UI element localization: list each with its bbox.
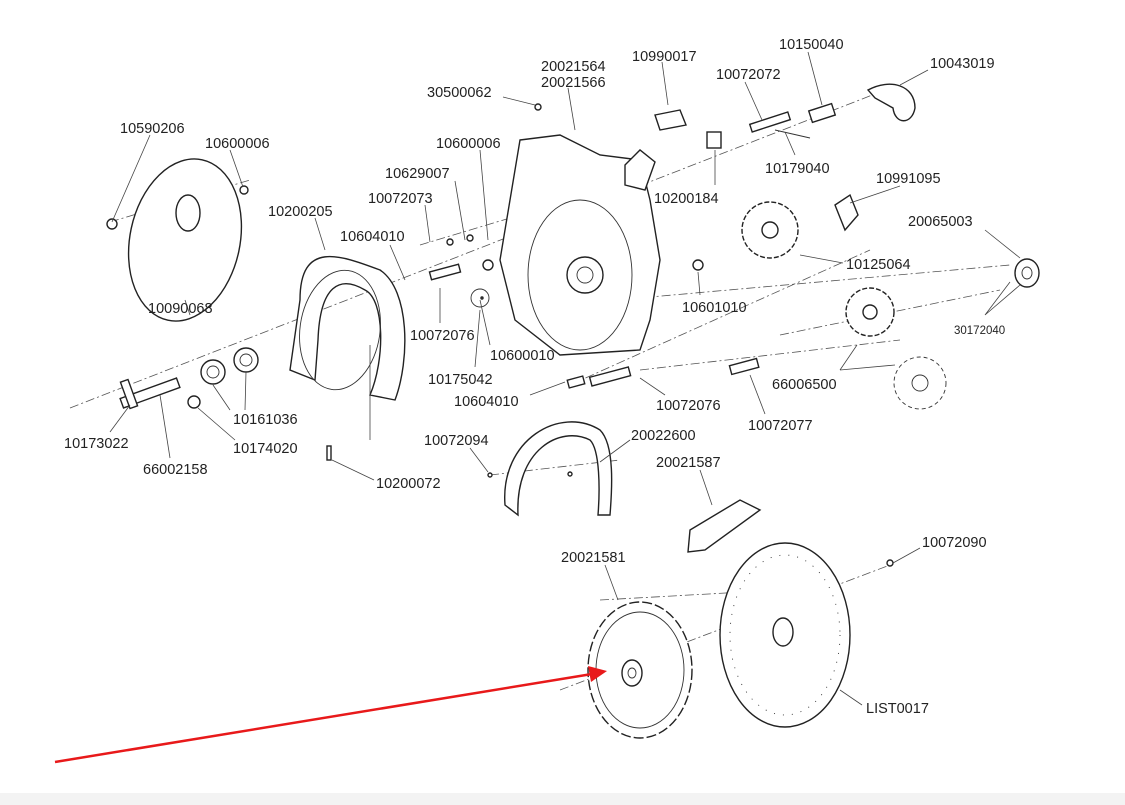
part-label: LIST0017 <box>866 701 929 717</box>
part-label: 10604010 <box>340 229 405 245</box>
upper-right-parts <box>654 83 916 232</box>
sprocket-parts <box>741 201 1040 410</box>
gasket-part <box>289 255 406 401</box>
part-label: 10072094 <box>424 433 489 449</box>
part-label: 10179040 <box>765 161 830 177</box>
part-label: 20021581 <box>561 550 626 566</box>
part-label: 10174020 <box>233 441 298 457</box>
main-housing-part <box>428 103 704 356</box>
bottom-strip <box>0 793 1125 805</box>
part-label: 10072077 <box>748 418 813 434</box>
part-label: 10604010 <box>454 394 519 410</box>
part-label: 10601010 <box>682 300 747 316</box>
part-labels: 10590206 10600006 10090068 10200205 1060… <box>64 37 1005 717</box>
perforated-disc-part <box>719 542 894 728</box>
part-label: 10600010 <box>490 348 555 364</box>
part-label: 10090068 <box>148 301 213 317</box>
shaft-bearing-parts <box>119 347 332 461</box>
part-label: 10125064 <box>846 257 911 273</box>
part-label: 10161036 <box>233 412 298 428</box>
part-label: 20021587 <box>656 455 721 471</box>
part-label: 10150040 <box>779 37 844 53</box>
part-label: 10200072 <box>376 476 441 492</box>
part-label: 10173022 <box>64 436 129 452</box>
part-label: 10072076 <box>656 398 721 414</box>
part-label: 10590206 <box>120 121 185 137</box>
part-label: 10175042 <box>428 372 493 388</box>
part-label: 10990017 <box>632 49 697 65</box>
part-label: 66006500 <box>772 377 837 393</box>
part-label: 10991095 <box>876 171 941 187</box>
pin-parts <box>480 296 762 553</box>
part-label: 20021566 <box>541 75 606 91</box>
part-label: 10600006 <box>436 136 501 152</box>
part-label: 10072090 <box>922 535 987 551</box>
part-label: 20022600 <box>631 428 696 444</box>
part-label: 30172040 <box>954 325 1005 337</box>
part-label: 10200184 <box>654 191 719 207</box>
part-label: 10200205 <box>268 204 333 220</box>
part-label: 10043019 <box>930 56 995 72</box>
part-label: 10600006 <box>205 136 270 152</box>
part-label: 10629007 <box>385 166 450 182</box>
part-label: 20021564 <box>541 59 606 75</box>
leader-lines <box>109 51 1021 706</box>
part-label: 66002158 <box>143 462 208 478</box>
cover-plate-part <box>106 158 249 322</box>
part-label: 20065003 <box>908 214 973 230</box>
part-label: 10072076 <box>410 328 475 344</box>
arc-seal-part <box>487 421 613 517</box>
part-label: 10072073 <box>368 191 433 207</box>
part-label: 10072072 <box>716 67 781 83</box>
red-annotation-arrow <box>54 666 607 764</box>
part-label: 30500062 <box>427 85 492 101</box>
seed-plate-part <box>587 601 693 739</box>
